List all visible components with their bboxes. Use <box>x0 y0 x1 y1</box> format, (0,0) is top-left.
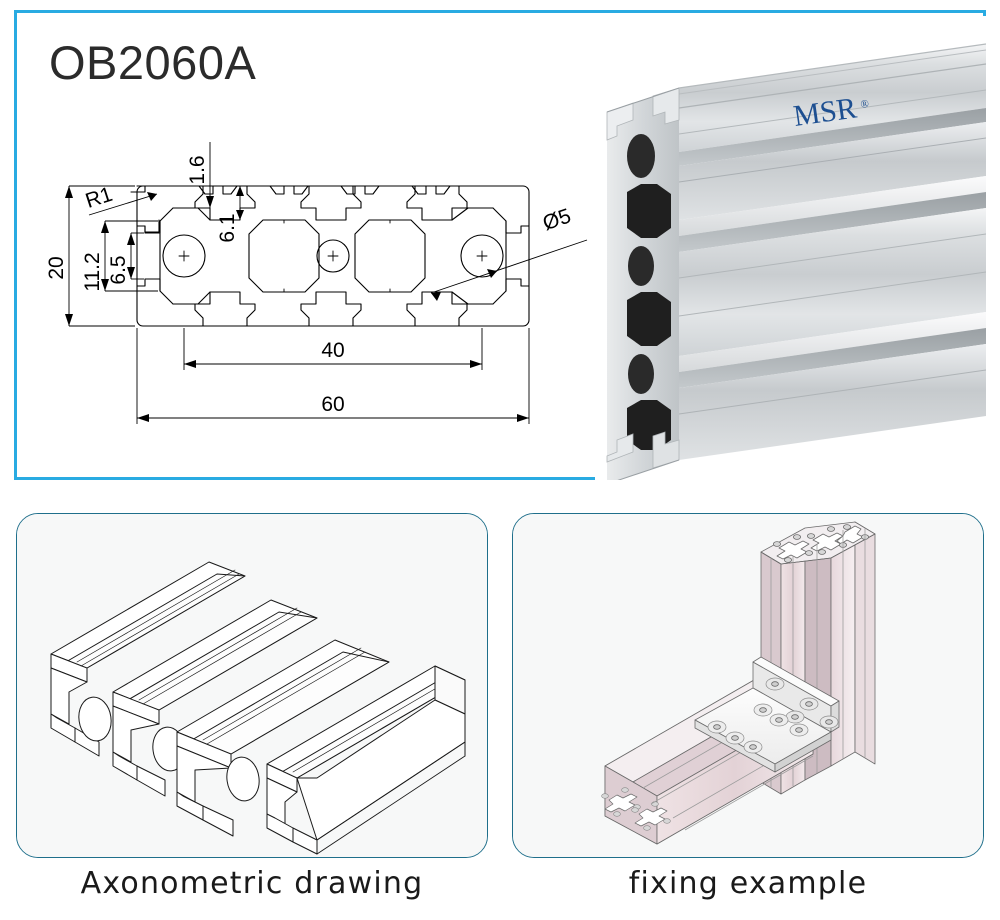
product-spec-panel: OB2060A <box>14 10 986 480</box>
fixing-example-panel <box>512 513 984 858</box>
axonometric-figure <box>17 514 487 857</box>
dim-slot-inner: 6.5 <box>107 255 130 284</box>
dim-slot-depth: 6.1 <box>216 213 239 242</box>
cross-section-drawing: 20 11.2 6.5 1.6 6.1 R1 Ø5 40 60 <box>27 108 607 468</box>
dim-overall-height: 20 <box>45 256 68 279</box>
fixing-example-caption: fixing example <box>628 866 868 901</box>
brand-trademark-symbol: ® <box>860 98 870 111</box>
dim-overall-width: 60 <box>321 393 344 416</box>
page-title: OB2060A <box>49 36 257 89</box>
dim-bore-diameter: Ø5 <box>540 204 574 235</box>
dim-slot-opening: 1.6 <box>186 155 209 184</box>
axonometric-drawing-panel <box>16 513 488 858</box>
dim-slot-outer: 11.2 <box>81 252 104 291</box>
product-photo: MSR ® <box>595 16 986 480</box>
fixing-example-figure <box>513 514 983 857</box>
axonometric-caption: Axonometric drawing <box>80 866 424 901</box>
dim-slot-span: 40 <box>321 339 344 362</box>
